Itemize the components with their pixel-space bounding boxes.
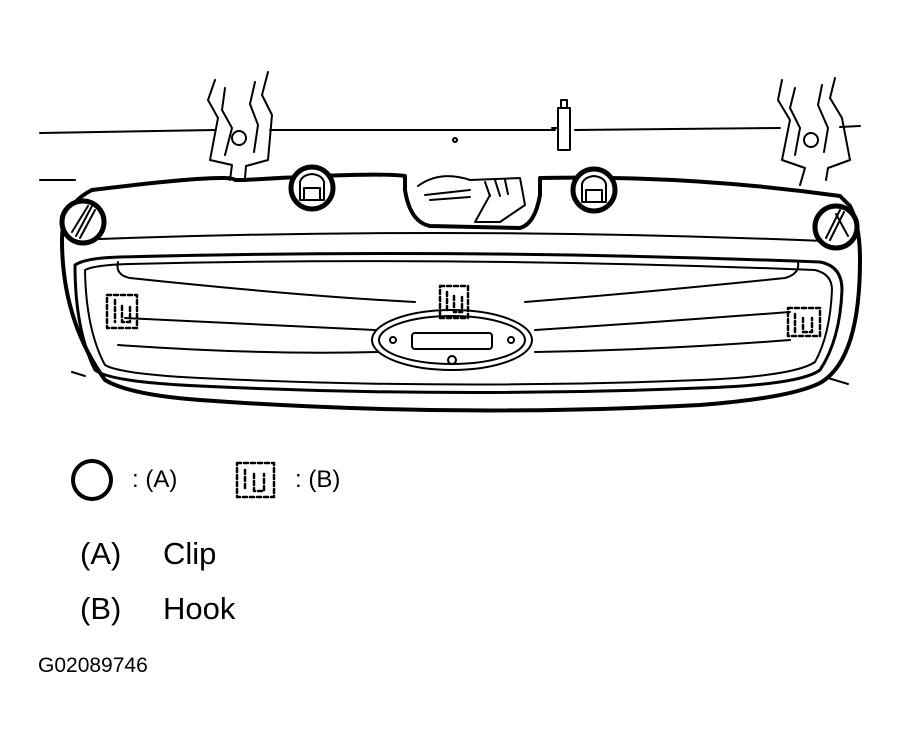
item-a-key: (A) [80, 536, 122, 571]
emblem-plate [371, 309, 533, 371]
grille-shell [60, 172, 862, 413]
item-a-label: Clip [163, 536, 217, 571]
legend-hook-text: : (B) [295, 466, 341, 493]
hook-left [105, 293, 139, 330]
right-bracket [777, 77, 851, 186]
legend-clip-text: : (A) [132, 466, 178, 493]
center-harness [417, 175, 526, 223]
clip-right [812, 203, 860, 251]
clip-upper-right [570, 166, 618, 214]
hook-center [438, 284, 470, 320]
figure-id: G02089746 [38, 654, 148, 677]
grille-bars [116, 261, 800, 354]
hook-right [786, 306, 822, 338]
clip-left [59, 198, 107, 246]
upper-body-panel [39, 125, 861, 181]
item-b-key: (B) [80, 591, 122, 626]
legend-hook-symbol [235, 461, 276, 499]
item-b-label: Hook [163, 591, 236, 626]
left-bracket [207, 71, 273, 181]
clip-upper-left [288, 164, 336, 212]
hood-latch [551, 99, 571, 151]
legend-clip-symbol [71, 459, 113, 501]
